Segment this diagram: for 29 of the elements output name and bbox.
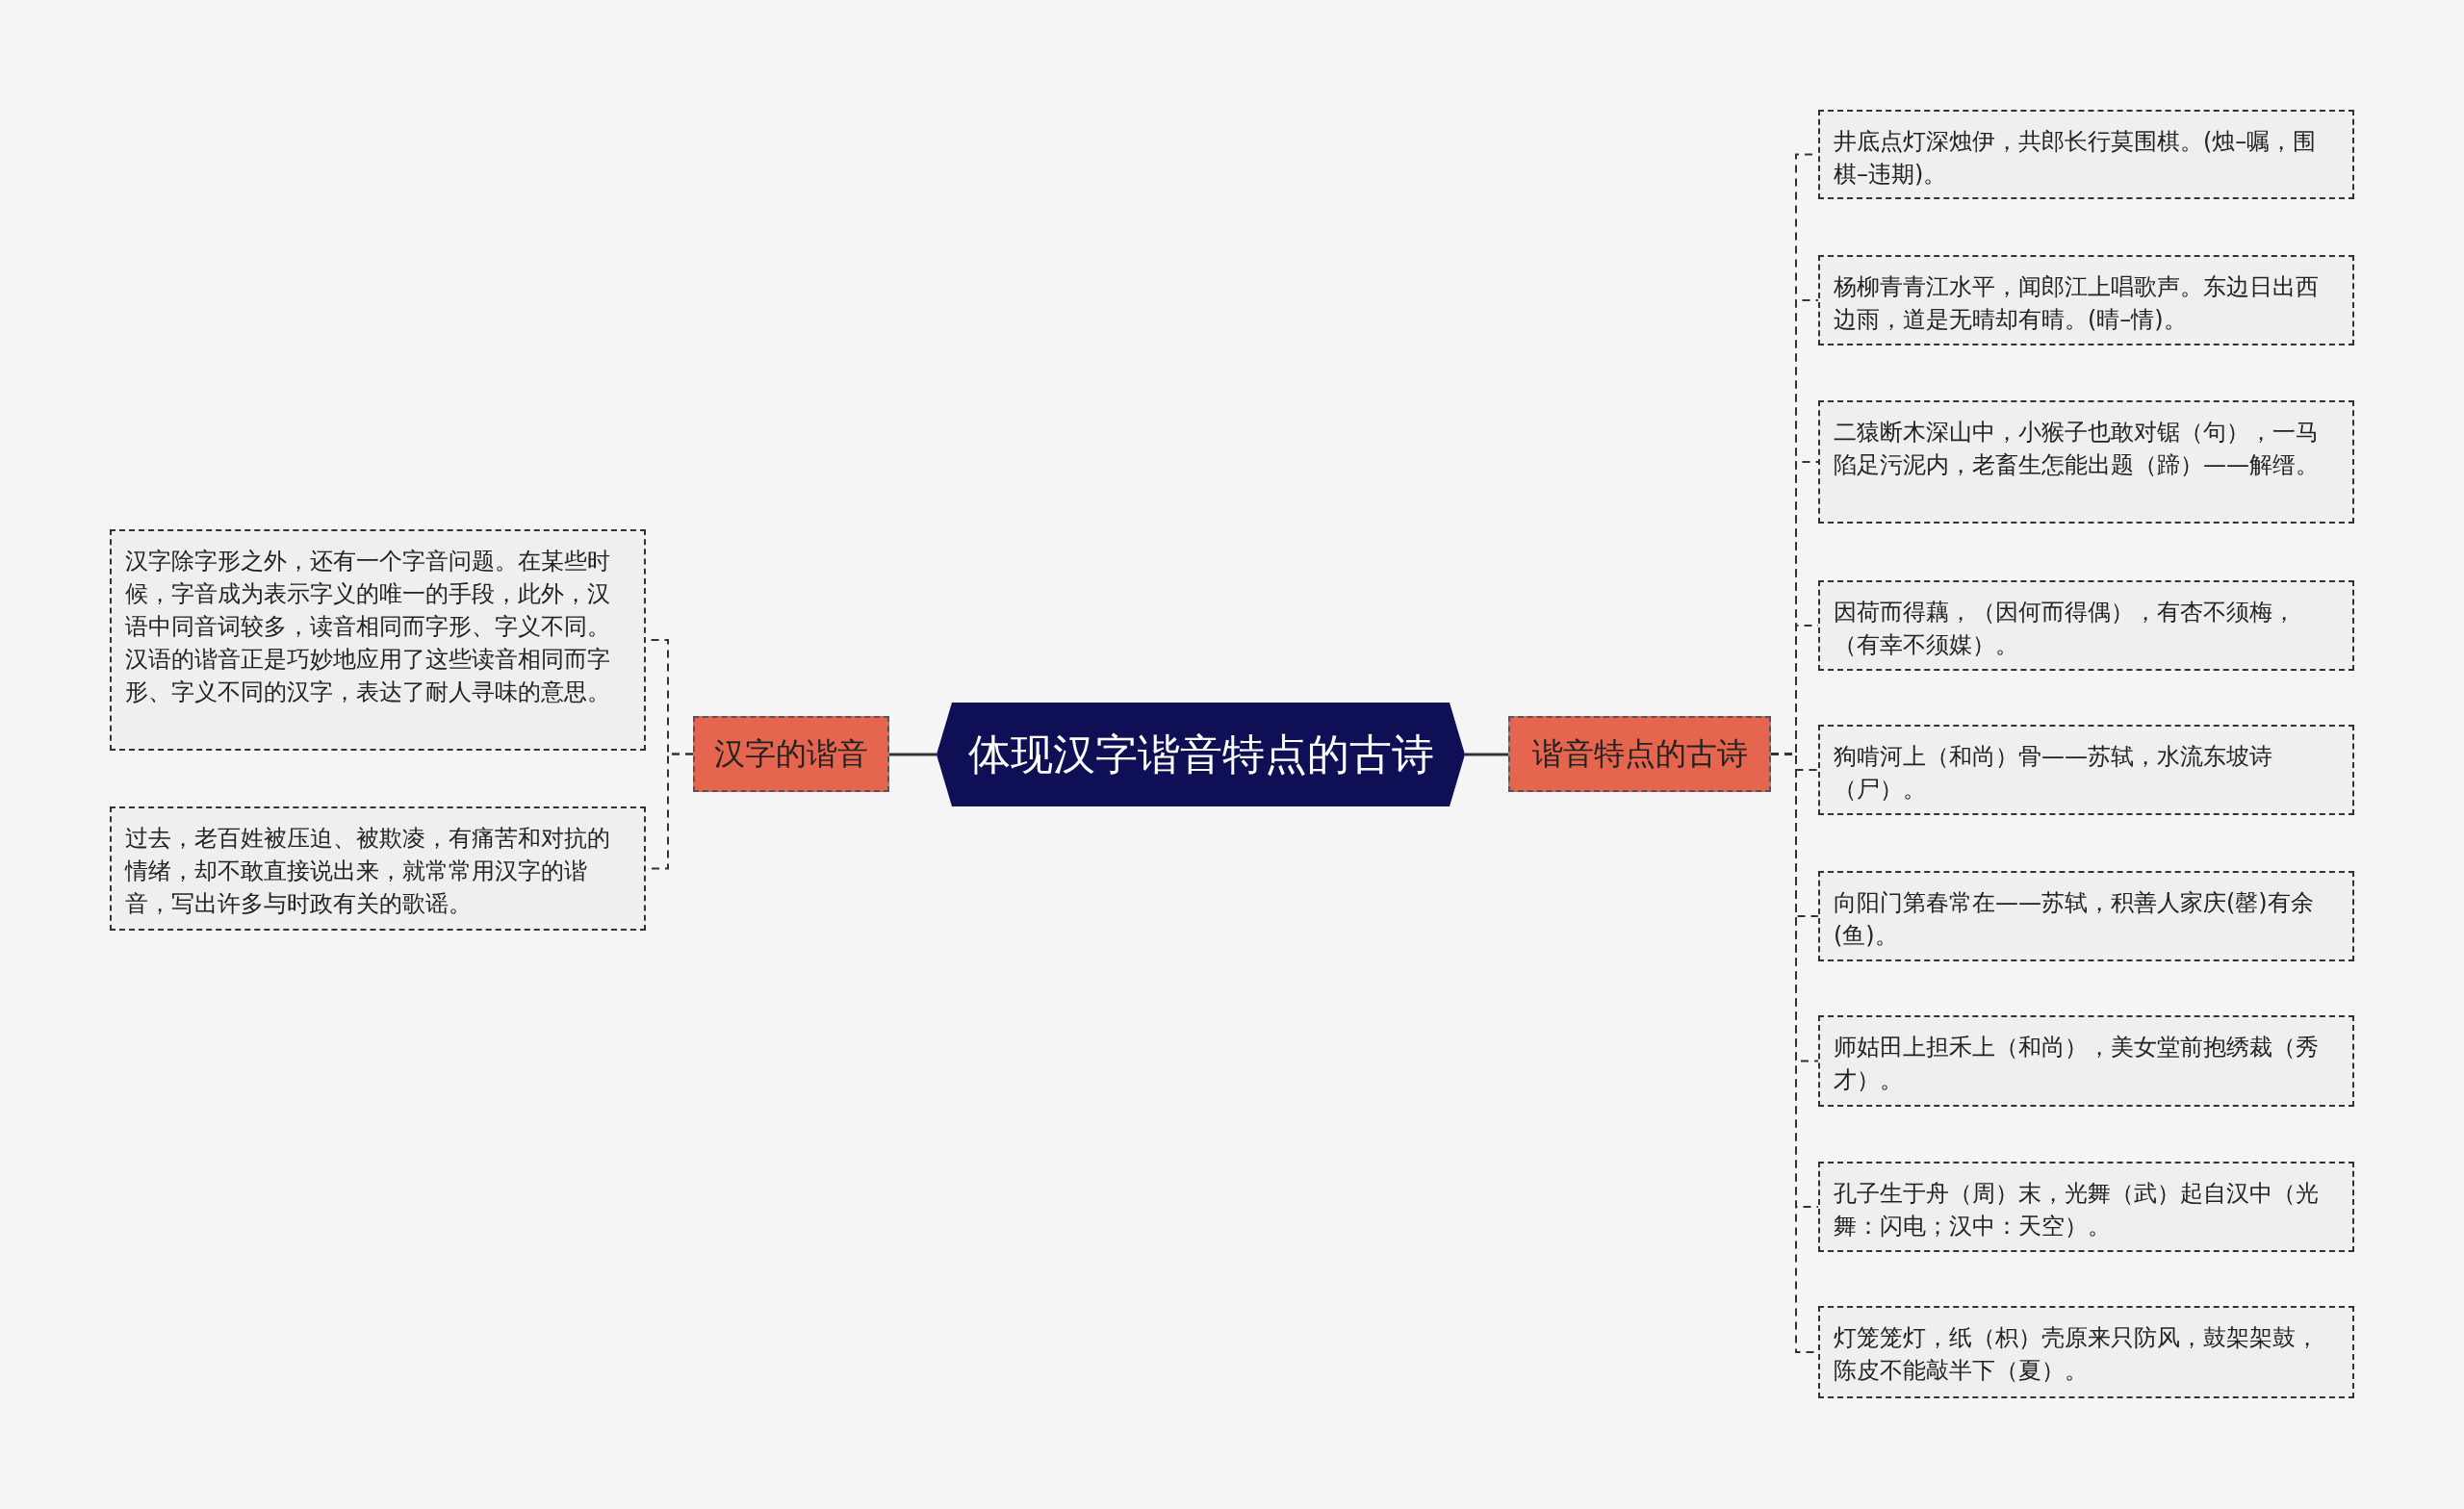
text-card xyxy=(1818,1306,2354,1398)
poem-text: 过去，老百姓被压迫、被欺凌，有痛苦和对抗的情绪，却不敢直接说出来，就常常用汉字的谐音，写出许多与时政有关的歌谣。 xyxy=(125,824,611,919)
text-card xyxy=(1818,871,2354,961)
topic-label: 谐音特点的古诗 xyxy=(1531,733,1748,774)
topic-label: 体现汉字谐音特点的古诗 xyxy=(967,728,1434,780)
text-card xyxy=(1818,400,2354,524)
connector-line xyxy=(889,753,937,756)
branch-topic-box xyxy=(1508,716,1771,792)
text-card xyxy=(1818,1015,2354,1107)
poem-text: 灯笼笼灯，纸（枳）壳原来只防风，鼓架架鼓，陈皮不能敲半下（夏）。 xyxy=(1834,1323,2320,1386)
poem-text: 向阳门第春常在——苏轼，积善人家庆(罄)有余(鱼)。 xyxy=(1834,888,2315,951)
text-card xyxy=(110,529,646,751)
text-card xyxy=(1818,725,2354,815)
poem-text: 孔子生于舟（周）末，光舞（武）起自汉中（光舞：闪电；汉中：天空）。 xyxy=(1834,1179,2320,1241)
text-card xyxy=(1818,1162,2354,1252)
branch-topic-box xyxy=(693,716,889,792)
connector-line xyxy=(1465,753,1508,756)
poem-text: 杨柳青青江水平，闻郎江上唱歌声。东边日出西边雨，道是无晴却有晴。(晴–情)。 xyxy=(1834,272,2320,335)
text-card xyxy=(1818,255,2354,345)
poem-text: 井底点灯深烛伊，共郎长行莫围棋。(烛–嘱，围棋–违期)。 xyxy=(1834,127,2318,190)
text-card xyxy=(1818,580,2354,671)
text-card xyxy=(1818,110,2354,199)
poem-text: 汉字除字形之外，还有一个字音问题。在某些时候，字音成为表示字义的唯一的手段，此外，汉语中同音词较多，读音相同而字形、字义不同。汉语的谐音正是巧妙地应用了这些读音相同而字形、字义不同的汉字，表达了耐人寻味的意思。 xyxy=(125,547,611,707)
poem-text: 因荷而得藕，（因何而得偶），有杏不须梅，（有幸不须媒）。 xyxy=(1834,598,2297,660)
poem-text: 狗啃河上（和尚）骨——苏轼，水流东坡诗（尸）。 xyxy=(1834,742,2273,805)
topic-label: 汉字的谐音 xyxy=(714,733,868,774)
poem-text: 师姑田上担禾上（和尚），美女堂前抱绣裁（秀才）。 xyxy=(1834,1033,2320,1095)
poem-text: 二猿断木深山中，小猴子也敢对锯（句），一马陷足污泥内，老畜生怎能出题（蹄）——解缙。 xyxy=(1834,418,2320,480)
text-card xyxy=(110,806,646,931)
